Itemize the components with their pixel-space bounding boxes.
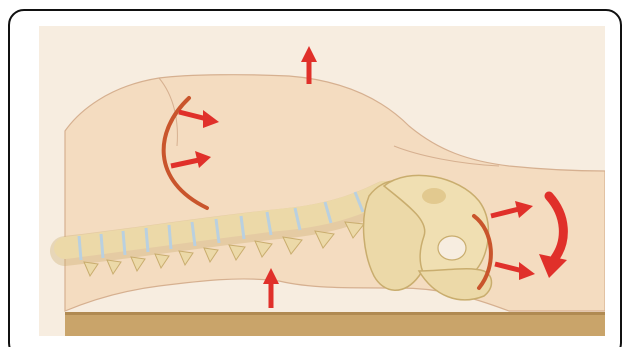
disc	[146, 228, 148, 252]
illustration-svg	[39, 26, 605, 336]
disc	[169, 225, 171, 249]
disc	[123, 231, 125, 255]
table-surface	[65, 314, 605, 336]
bone-shading	[422, 188, 446, 204]
obturator-foramen	[438, 236, 466, 260]
table-edge	[65, 312, 605, 315]
disc	[101, 234, 103, 258]
pelvis	[364, 175, 492, 299]
disc	[79, 236, 81, 260]
spine-illustration	[39, 26, 605, 336]
